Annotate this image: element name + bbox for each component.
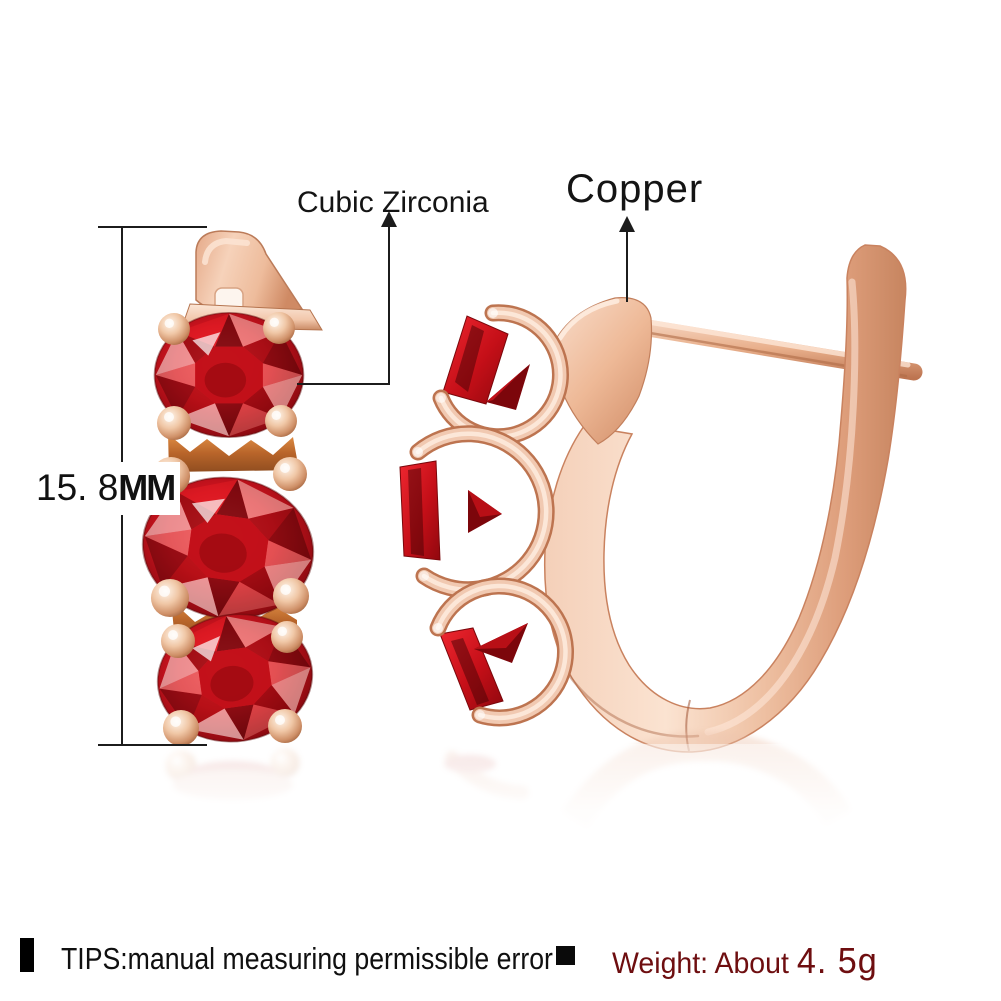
side-gem-middle xyxy=(399,425,555,599)
up-arrow-icon xyxy=(381,211,397,227)
earring-side-view-image xyxy=(399,244,923,753)
up-arrow-icon xyxy=(619,216,635,232)
earring-front-view-image xyxy=(132,230,324,753)
gem-pointer-line-vertical xyxy=(388,220,390,384)
side-gem-bottom xyxy=(429,577,574,727)
gem-pointer-line-horizontal xyxy=(297,383,390,385)
size-unit: MM xyxy=(118,467,176,508)
reflection-fade xyxy=(0,744,1001,894)
size-label: 15. 8MM xyxy=(34,462,181,515)
footer-accent-bar xyxy=(20,938,34,972)
weight-text: Weight: About 4. 5g xyxy=(612,940,878,982)
metal-material-label: Copper xyxy=(566,167,704,211)
weight-label: Weight: About xyxy=(612,947,789,980)
size-value: 15. 8 xyxy=(36,467,119,508)
dimension-cap-bottom xyxy=(98,744,207,746)
footer-bullet-square xyxy=(556,946,575,965)
side-gem-top xyxy=(432,304,569,446)
tips-text: TIPS:manual measuring permissible error xyxy=(61,941,553,976)
weight-value: 4. 5g xyxy=(796,940,878,981)
dimension-cap-top xyxy=(98,226,207,228)
metal-pointer-line-vertical xyxy=(626,226,628,302)
